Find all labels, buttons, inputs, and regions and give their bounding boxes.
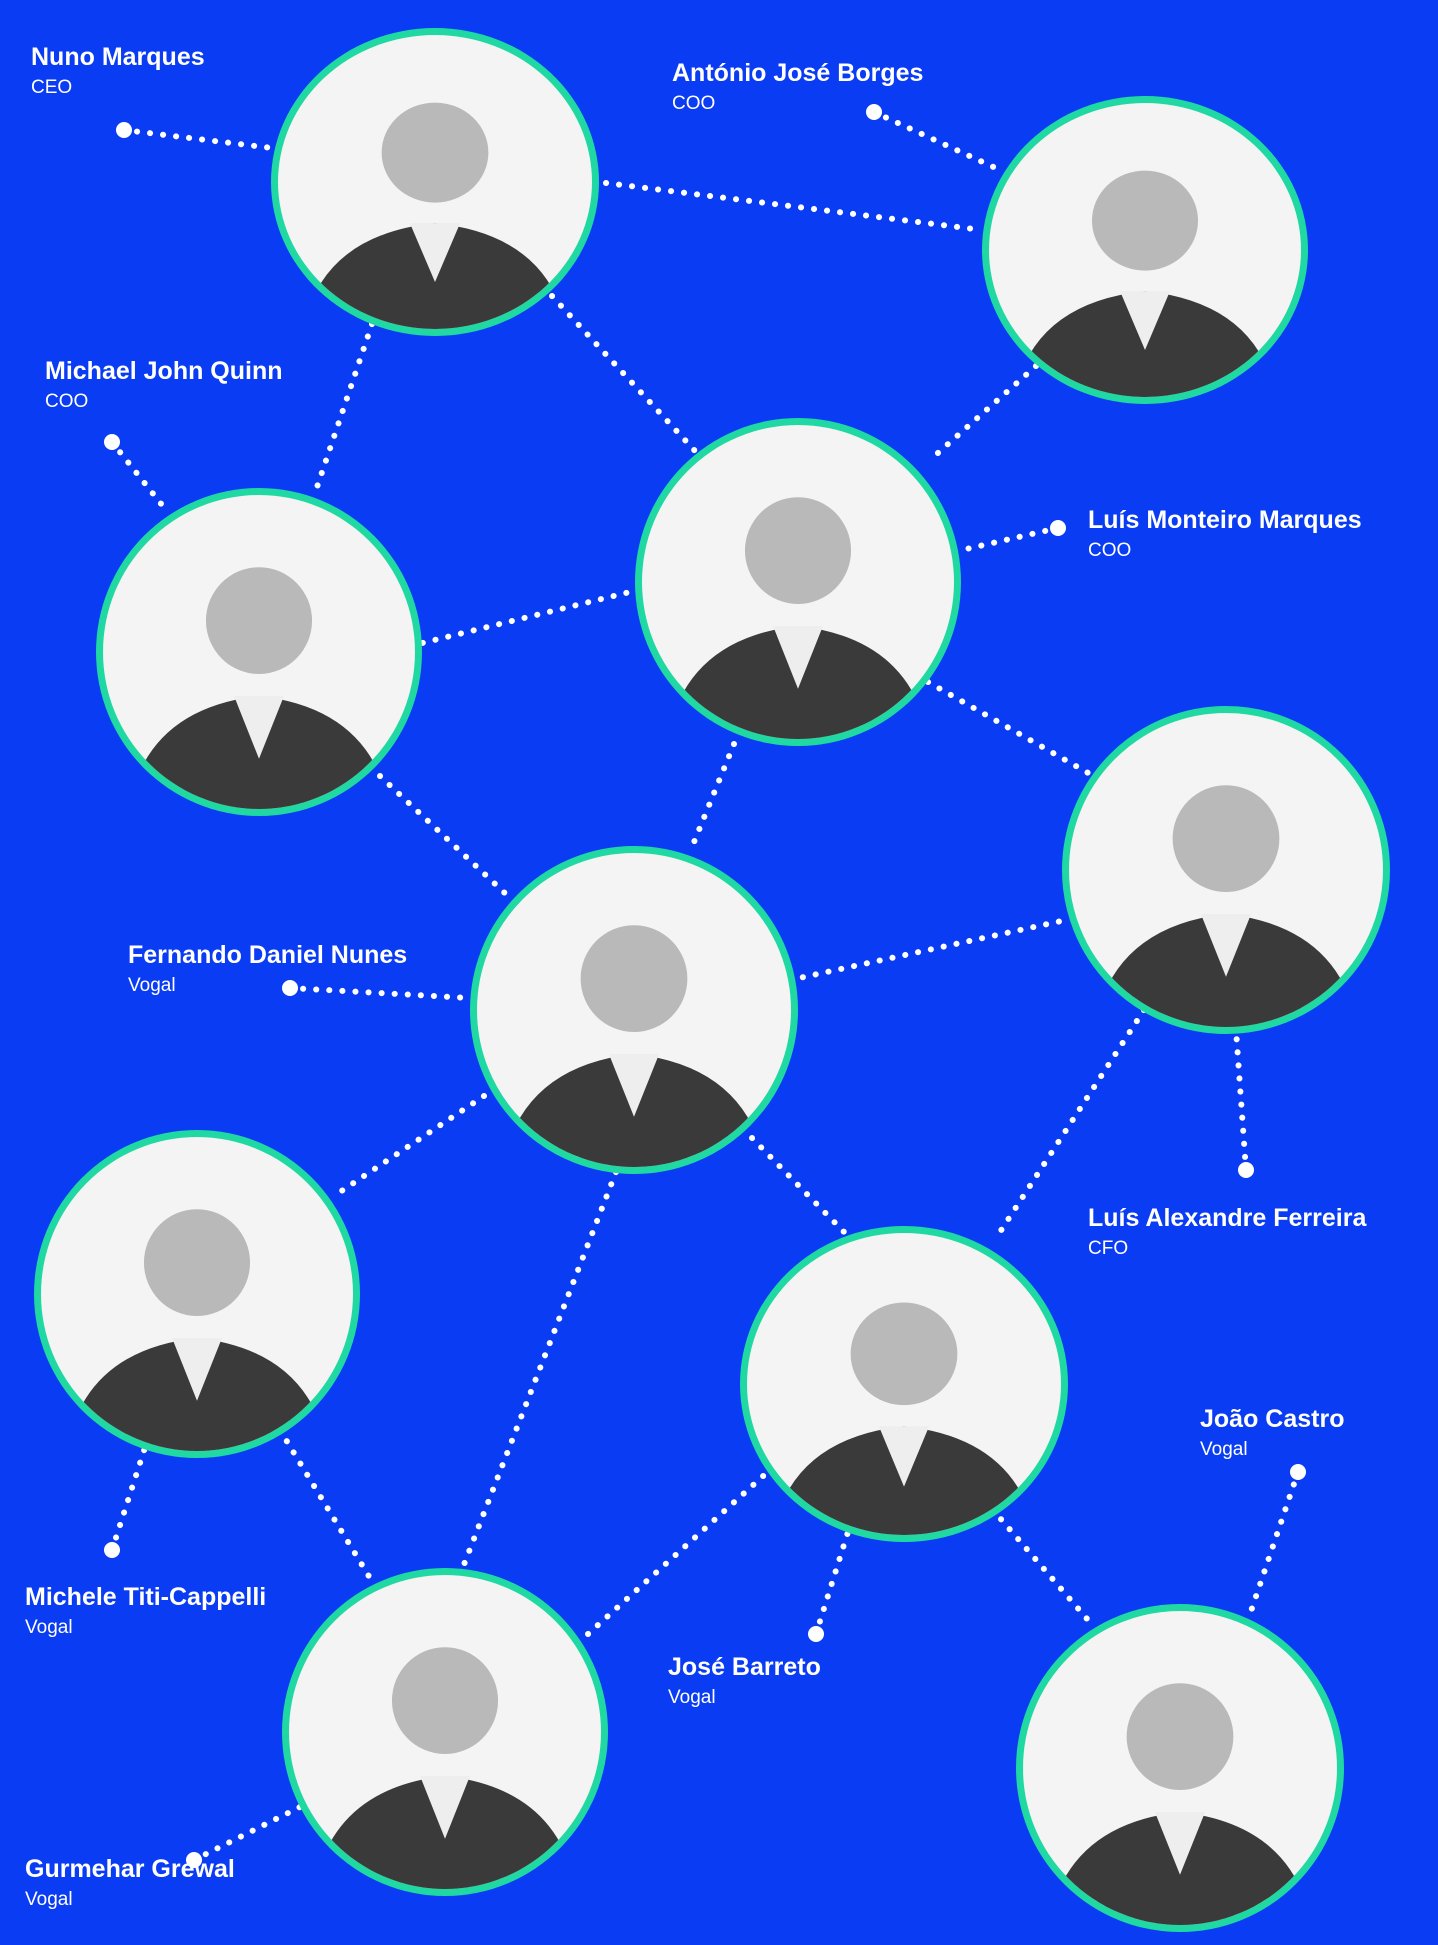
photo-nuno-marques: [271, 28, 599, 336]
dotted-link-14: [585, 1465, 775, 1637]
end-dot-8: [104, 1542, 120, 1558]
member-name: Gurmehar Grewal: [25, 1855, 235, 1883]
person-portrait-icon: [772, 1302, 1036, 1535]
label-luis-monteiro-marques: Luís Monteiro Marques COO: [1088, 505, 1362, 563]
dotted-link-10: [749, 1135, 851, 1239]
end-dot-6: [1238, 1162, 1254, 1178]
dotted-link-9: [337, 1093, 487, 1195]
photo-jose-barreto: [740, 1226, 1068, 1542]
member-name: Michael John Quinn: [45, 357, 283, 385]
member-name: Fernando Daniel Nunes: [128, 941, 408, 969]
member-role: Vogal: [25, 1617, 73, 1638]
person-portrait-icon: [1048, 1683, 1312, 1925]
end-dot-9: [808, 1626, 824, 1642]
end-dot-7: [1290, 1464, 1306, 1480]
dotted-link-12: [997, 1007, 1147, 1235]
photo-gurmehar-grewal: [282, 1568, 608, 1896]
person-portrait-icon: [1013, 170, 1277, 397]
label-luis-alexandre-ferreira: Luís Alexandre Ferreira CFO: [1088, 1203, 1366, 1261]
end-dot-5: [282, 980, 298, 996]
photo-michele-titi-cappelli: [34, 1130, 360, 1458]
dotted-link-1: [603, 180, 985, 233]
person-portrait-icon: [313, 1647, 577, 1889]
member-role: COO: [45, 391, 89, 412]
label-gurmehar-grewal: Gurmehar Grewal Vogal: [25, 1854, 235, 1912]
member-role: CFO: [1088, 1238, 1129, 1259]
dotted-link-21: [287, 985, 473, 1001]
label-nuno-marques: Nuno Marques CEO: [31, 42, 205, 100]
dotted-link-19: [109, 439, 169, 513]
member-name: Michele Titi-Cappelli: [25, 1583, 267, 1611]
member-role: Vogal: [25, 1889, 73, 1910]
member-name: José Barreto: [668, 1653, 821, 1681]
person-portrait-icon: [502, 925, 766, 1167]
member-role: COO: [1088, 540, 1132, 561]
dotted-link-8: [787, 917, 1069, 983]
end-dot-10: [186, 1852, 202, 1868]
dotted-link-20: [959, 525, 1061, 553]
member-name: Luís Monteiro Marques: [1088, 506, 1362, 534]
dotted-link-5: [377, 773, 511, 899]
end-dot-3: [104, 434, 120, 450]
dotted-link-13: [277, 1427, 373, 1581]
dotted-link-17: [121, 127, 275, 151]
member-name: João Castro: [1200, 1405, 1345, 1433]
member-name: Luís Alexandre Ferreira: [1088, 1204, 1367, 1232]
end-dot-2: [866, 104, 882, 120]
photo-luis-monteiro-marques: [635, 418, 961, 746]
photo-joao-castro: [1016, 1604, 1344, 1932]
person-portrait-icon: [1094, 785, 1358, 1027]
person-portrait-icon: [127, 567, 391, 809]
dotted-link-16: [927, 363, 1039, 463]
dotted-link-18: [871, 109, 1003, 173]
photo-luis-alexandre-ferreira: [1062, 706, 1390, 1034]
dotted-link-3: [311, 321, 375, 499]
label-fernando-daniel-nunes: Fernando Daniel Nunes Vogal: [128, 940, 407, 998]
label-antonio-jose-borges: António José Borges COO: [672, 58, 923, 116]
member-role: Vogal: [128, 975, 176, 996]
member-name: Nuno Marques: [31, 43, 205, 71]
dotted-link-22: [1233, 1027, 1249, 1173]
member-role: Vogal: [1200, 1439, 1248, 1460]
person-portrait-icon: [303, 102, 567, 329]
end-dot-1: [116, 122, 132, 138]
dotted-link-7: [925, 679, 1093, 777]
member-role: COO: [672, 93, 716, 114]
dotted-link-24: [109, 1429, 153, 1553]
photo-fernando-daniel-nunes: [470, 846, 798, 1174]
member-name: António José Borges: [672, 59, 924, 87]
person-portrait-icon: [666, 497, 930, 739]
dotted-link-11: [455, 1169, 619, 1583]
label-michael-john-quinn: Michael John Quinn COO: [45, 356, 283, 414]
end-dot-4: [1050, 520, 1066, 536]
label-michele-titi-cappelli: Michele Titi-Cappelli Vogal: [25, 1582, 266, 1640]
dotted-link-4: [407, 587, 641, 649]
dotted-link-25: [813, 1529, 851, 1637]
dotted-link-6: [687, 741, 737, 855]
dotted-link-23: [1245, 1469, 1301, 1623]
label-jose-barreto: José Barreto Vogal: [668, 1652, 821, 1710]
member-role: CEO: [31, 77, 73, 98]
dotted-link-2: [549, 293, 699, 455]
label-joao-castro: João Castro Vogal: [1200, 1404, 1344, 1462]
person-portrait-icon: [65, 1209, 329, 1451]
member-role: Vogal: [668, 1687, 716, 1708]
photo-antonio-jose-borges: [982, 96, 1308, 404]
photo-michael-john-quinn: [96, 488, 422, 816]
dotted-link-26: [191, 1801, 309, 1863]
